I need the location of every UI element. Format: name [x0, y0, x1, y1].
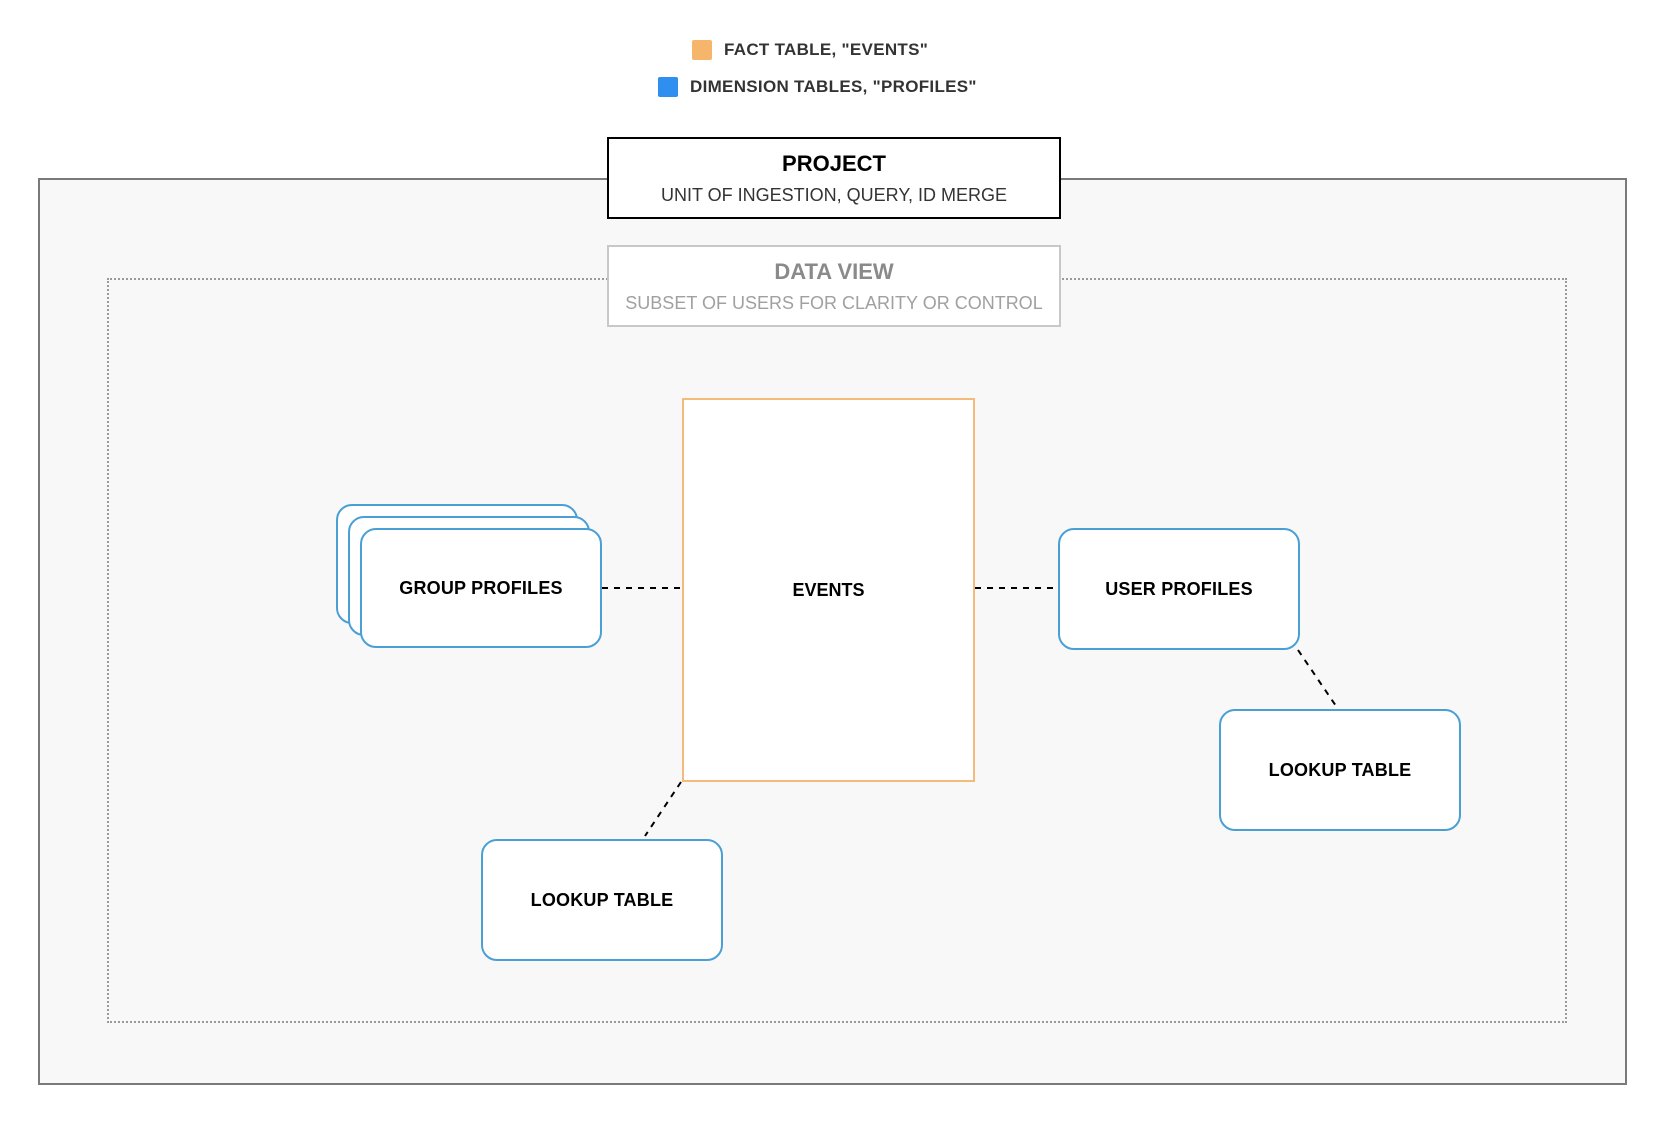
legend-fact: FACT TABLE, "EVENTS" — [692, 38, 928, 62]
project-title: PROJECT — [782, 150, 886, 176]
project-box: PROJECT UNIT OF INGESTION, QUERY, ID MER… — [607, 137, 1061, 219]
group-profiles-node[interactable]: GROUP PROFILES — [360, 528, 602, 648]
project-subtitle: UNIT OF INGESTION, QUERY, ID MERGE — [660, 184, 1008, 205]
events-node[interactable]: EVENTS — [682, 398, 975, 782]
legend-dimension: DIMENSION TABLES, "PROFILES" — [658, 75, 977, 99]
lookup-table-right-node[interactable]: LOOKUP TABLE — [1219, 709, 1461, 831]
lookup-table-left-node[interactable]: LOOKUP TABLE — [481, 839, 723, 961]
data-view-title: DATA VIEW — [774, 258, 894, 284]
legend-dimension-swatch — [658, 77, 678, 97]
legend-fact-label: FACT TABLE, "EVENTS" — [724, 40, 929, 59]
user-profiles-node[interactable]: USER PROFILES — [1058, 528, 1300, 650]
data-view-box: DATA VIEW SUBSET OF USERS FOR CLARITY OR… — [607, 245, 1061, 327]
legend-fact-swatch — [692, 40, 712, 60]
legend-dimension-label: DIMENSION TABLES, "PROFILES" — [690, 77, 977, 96]
data-view-subtitle: SUBSET OF USERS FOR CLARITY OR CONTROL — [625, 292, 1043, 313]
